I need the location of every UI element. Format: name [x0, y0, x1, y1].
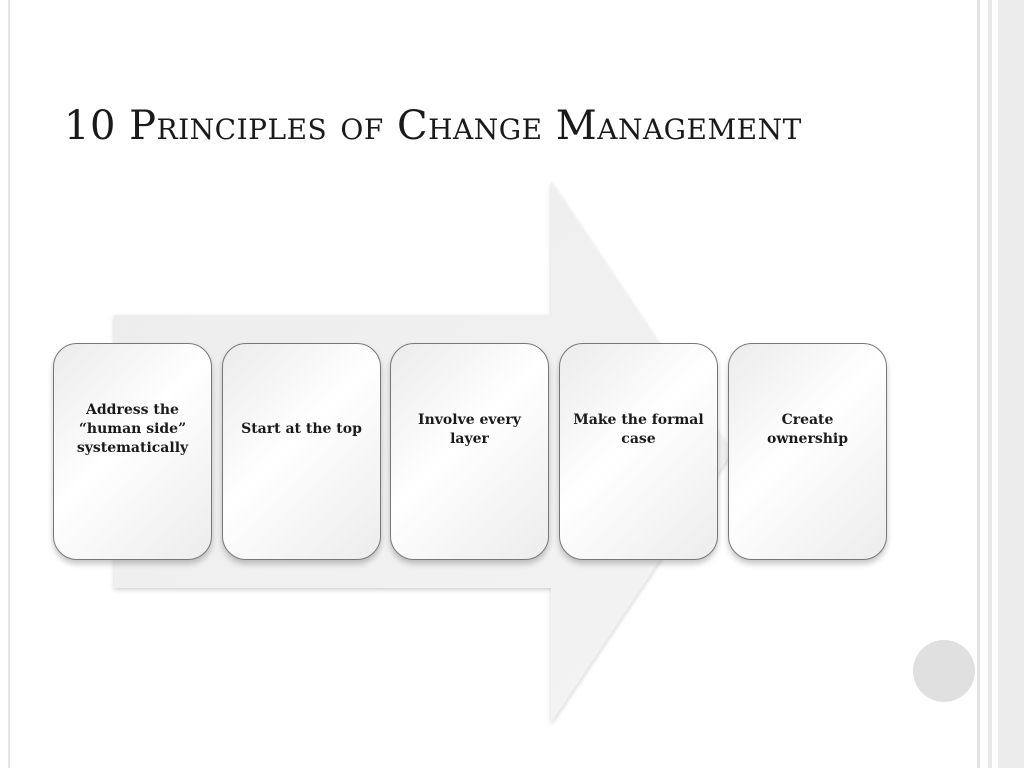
step-label-3: Involve every layer: [418, 411, 521, 447]
right-decorative-stripe: [977, 0, 980, 768]
step-box-5: Create ownership: [728, 343, 887, 560]
slide-title: 10 Principles of Change Management: [64, 103, 802, 149]
step-box-4: Make the formal case: [559, 343, 718, 560]
step-box-1: Address the “human side” systematically: [53, 343, 212, 560]
step-label-5: Create ownership: [766, 411, 849, 447]
step-label-1: Address the “human side” systematically: [76, 402, 189, 456]
step-box-2: Start at the top: [222, 343, 381, 560]
step-label-2: Start at the top: [241, 421, 362, 437]
step-label-4: Make the formal case: [573, 411, 704, 447]
decorative-circle: [913, 640, 975, 702]
right-decorative-stripe: [980, 0, 988, 768]
step-box-3: Involve every layer: [390, 343, 549, 560]
right-decorative-stripe: [998, 0, 1024, 768]
right-decorative-stripe: [988, 0, 992, 768]
right-decorative-stripe: [992, 0, 998, 768]
left-page-edge: [8, 0, 10, 768]
